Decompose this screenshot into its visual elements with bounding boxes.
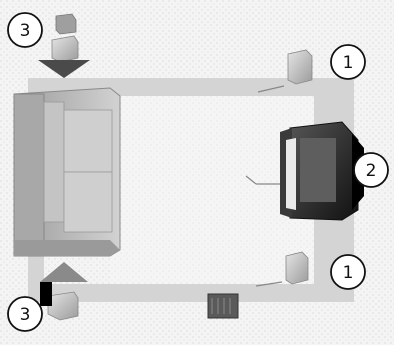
- callout-rear-right: 3: [7, 296, 43, 332]
- front-left-speaker: [255, 251, 309, 287]
- subwoofer: [207, 293, 239, 319]
- callout-center: 2: [353, 152, 389, 188]
- rear-left-arrow-icon: [38, 60, 90, 78]
- callout-label: 2: [366, 161, 377, 181]
- callout-rear-left: 3: [7, 12, 43, 48]
- callout-label: 3: [20, 305, 31, 325]
- rear-right-speaker: [40, 262, 88, 321]
- rear-right-arrow-icon: [40, 262, 88, 282]
- callout-label: 1: [343, 53, 354, 73]
- rear-left-speaker: [38, 13, 90, 78]
- sofa: [13, 87, 121, 257]
- callout-label: 3: [20, 21, 31, 41]
- callout-front-left: 1: [330, 254, 366, 290]
- front-right-speaker: [257, 49, 313, 93]
- callout-label: 1: [343, 263, 354, 283]
- callout-front-right: 1: [330, 44, 366, 80]
